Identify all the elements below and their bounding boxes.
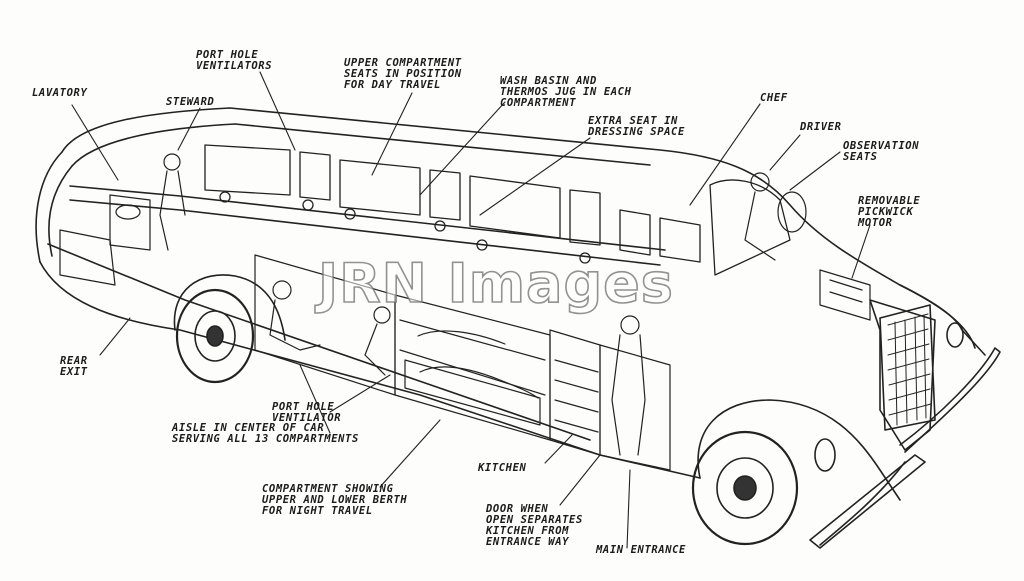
port-holes (219, 191, 591, 264)
bus-body-outline (35, 107, 1001, 549)
label-port-hole-ventilators: PORT HOLE VENTILATORS (196, 49, 273, 72)
label-lavatory: LAVATORY (32, 87, 88, 99)
watermark: JRN Images (317, 251, 674, 316)
rear-wheel (175, 288, 255, 384)
label-door: DOOR WHEN OPEN SEPARATES KITCHEN FROM EN… (486, 503, 583, 548)
label-removable-motor: REMOVABLE PICKWICK MOTOR (858, 195, 921, 229)
label-observation-seats: OBSERVATION SEATS (843, 140, 920, 163)
front-wheel (691, 430, 799, 546)
label-chef: CHEF (760, 92, 788, 104)
upper-windows (204, 144, 791, 276)
label-compartment-berth: COMPARTMENT SHOWING UPPER AND LOWER BERT… (262, 483, 408, 517)
interior-cutaway (59, 153, 871, 471)
leader-lines (71, 71, 871, 549)
label-main-entrance: MAIN ENTRANCE (596, 544, 686, 556)
label-driver: DRIVER (800, 121, 842, 133)
label-extra-seat: EXTRA SEAT IN DRESSING SPACE (588, 115, 685, 138)
grille (887, 313, 932, 426)
label-kitchen: KITCHEN (478, 462, 527, 474)
label-aisle: AISLE IN CENTER OF CAR SERVING ALL 13 CO… (172, 422, 359, 445)
label-port-hole-ventilator: PORT HOLE VENTILATOR (272, 401, 342, 424)
label-upper-compartment: UPPER COMPARTMENT SEATS IN POSITION FOR … (344, 57, 462, 91)
label-rear-exit: REAR EXIT (60, 355, 88, 378)
label-steward: STEWARD (166, 96, 215, 108)
label-wash-basin: WASH BASIN AND THERMOS JUG IN EACH COMPA… (500, 75, 632, 109)
